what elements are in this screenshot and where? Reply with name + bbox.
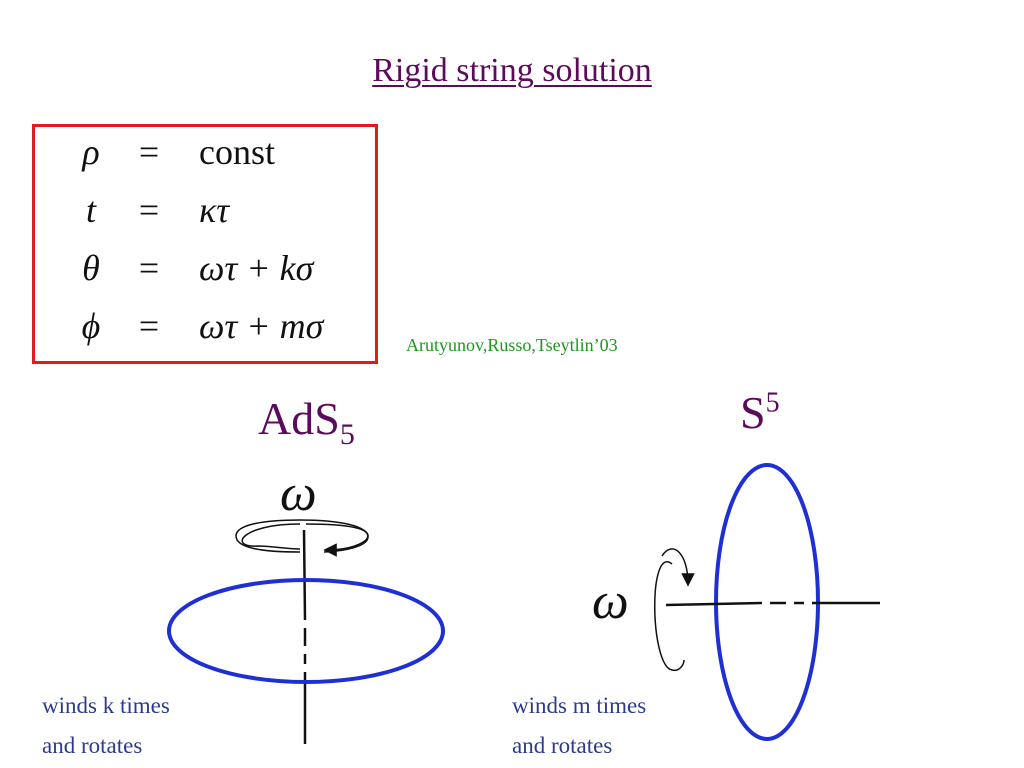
equation-operator: = [138, 190, 160, 230]
citation: Arutyunov,Russo,Tseytlin’03 [406, 335, 618, 355]
ads5-diagram [167, 519, 445, 744]
equation-operator: = [138, 248, 160, 288]
ads-label-subscript: 5 [339, 418, 355, 452]
rotation-arrow-ads-right [305, 523, 369, 557]
caption-s5-line2: and rotates [512, 733, 613, 758]
equation-rhs: const [199, 132, 275, 172]
equation-lhs: t [85, 190, 96, 230]
equation-row-phi: ϕ = ωτ + mσ [35, 305, 381, 361]
equation-row-theta: θ = ωτ + kσ [35, 247, 381, 303]
caption-ads-line2: and rotates [42, 733, 143, 758]
s5-diagram [654, 463, 880, 741]
winding-ellipse-ads [167, 578, 445, 684]
caption-ads: winds k times and rotates [42, 686, 170, 766]
equation-lhs: ρ [82, 132, 100, 172]
rotation-arrow-ads [241, 523, 301, 550]
equation-row-rho: ρ = const [35, 131, 381, 187]
rotation-arrow-s5 [654, 561, 685, 672]
equation-rhs: ωτ + mσ [199, 306, 324, 346]
equation-row-t: t = κτ [35, 189, 381, 245]
equation-lhs: θ [82, 248, 100, 288]
ads-label-base: AdS [258, 393, 340, 444]
s5-label: S5 [740, 386, 780, 439]
axis-line-ads [302, 529, 307, 621]
caption-ads-line1: winds k times [42, 693, 170, 718]
equation-operator: = [138, 132, 160, 172]
axis-line-s5 [665, 601, 763, 607]
equation-box: ρ = const t = κτ θ = ωτ + kσ ϕ = ωτ + mσ [32, 124, 378, 364]
ads5-label: AdS5 [258, 392, 355, 452]
equation-rhs: κτ [199, 190, 230, 230]
equation-rhs: ωτ + kσ [199, 248, 314, 288]
s5-label-base: S [740, 387, 766, 438]
caption-s5-line1: winds m times [512, 693, 647, 718]
omega-symbol-ads: ω [280, 465, 317, 522]
omega-symbol-s5: ω [592, 573, 629, 630]
equation-operator: = [138, 306, 160, 346]
equation-lhs: ϕ [81, 306, 101, 346]
s5-label-superscript: 5 [765, 387, 780, 419]
slide-title: Rigid string solution [372, 52, 652, 89]
caption-s5: winds m times and rotates [512, 686, 646, 766]
